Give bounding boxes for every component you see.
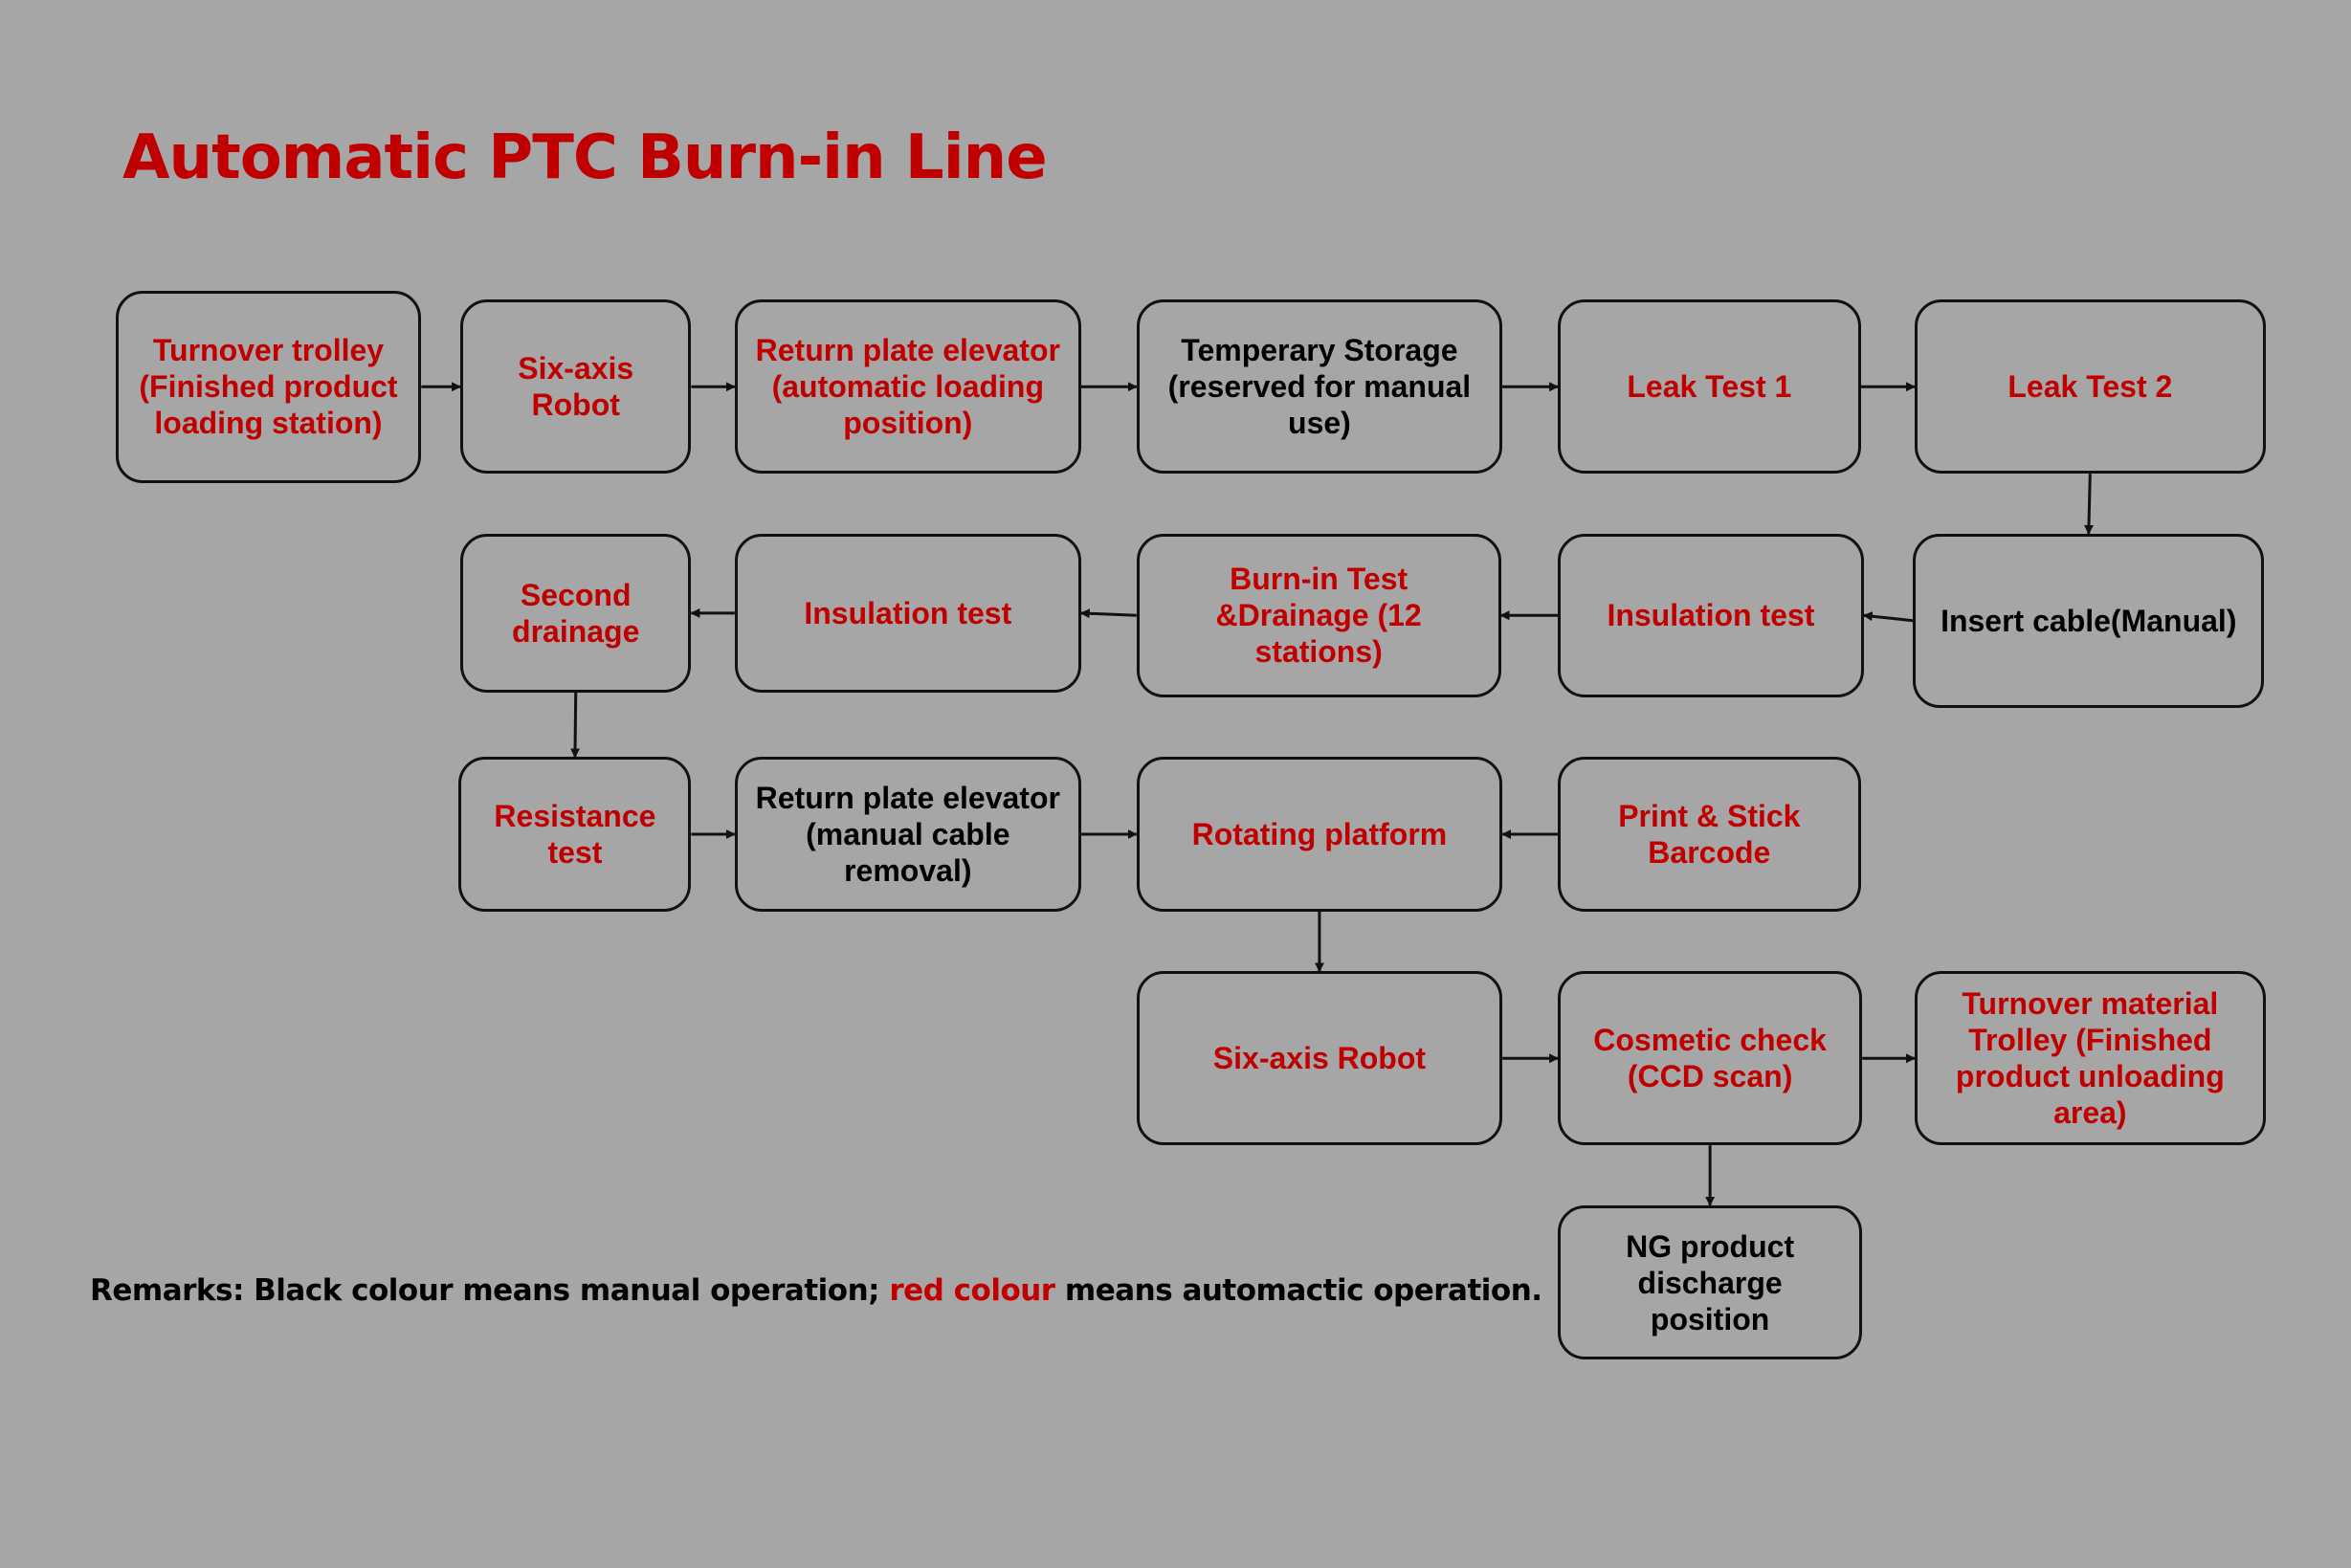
- node-six-axis-robot-1: Six-axis Robot: [460, 299, 692, 475]
- remark-prefix: Remarks: Black colour means manual opera…: [90, 1273, 890, 1308]
- node-burn-in-test: Burn-in Test &Drainage (12 stations): [1136, 533, 1501, 697]
- node-turnover-trolley-loading: Turnover trolley (Finished product loadi…: [115, 290, 422, 483]
- node-return-plate-elevator-manual: Return plate elevator (manual cable remo…: [734, 757, 1081, 912]
- node-six-axis-robot-2: Six-axis Robot: [1136, 971, 1503, 1146]
- node-ng-discharge: NG product discharge position: [1558, 1204, 1863, 1360]
- diagram-title: Automatic PTC Burn-in Line: [122, 122, 1048, 193]
- node-second-drainage: Second drainage: [460, 533, 692, 693]
- node-resistance-test: Resistance test: [458, 757, 692, 912]
- node-rotating-platform: Rotating platform: [1136, 757, 1503, 912]
- node-temporary-storage: Temperary Storage (reserved for manual u…: [1136, 299, 1503, 475]
- node-leak-test-1: Leak Test 1: [1558, 299, 1861, 475]
- node-insert-cable: Insert cable(Manual): [1913, 533, 2265, 708]
- remark-highlight: red colour: [889, 1273, 1055, 1308]
- arrow-n9-to-n10: [1079, 608, 1137, 619]
- arrow-n6-to-n7: [2084, 474, 2095, 535]
- node-return-plate-elevator-auto: Return plate elevator (automatic loading…: [734, 299, 1081, 475]
- arrow-n11-to-n12: [570, 692, 581, 759]
- node-insulation-test-2: Insulation test: [734, 533, 1081, 693]
- node-insulation-test-1: Insulation test: [1558, 533, 1864, 697]
- node-leak-test-2: Leak Test 2: [1915, 299, 2266, 475]
- remark-suffix: means automactic operation.: [1054, 1273, 1542, 1308]
- node-cosmetic-check: Cosmetic check (CCD scan): [1558, 971, 1863, 1146]
- node-print-stick-barcode: Print & Stick Barcode: [1558, 757, 1861, 912]
- remark-legend: Remarks: Black colour means manual opera…: [90, 1273, 1542, 1308]
- node-turnover-trolley-unloading: Turnover material Trolley (Finished prod…: [1915, 971, 2266, 1146]
- arrow-n7-to-n8: [1862, 611, 1914, 623]
